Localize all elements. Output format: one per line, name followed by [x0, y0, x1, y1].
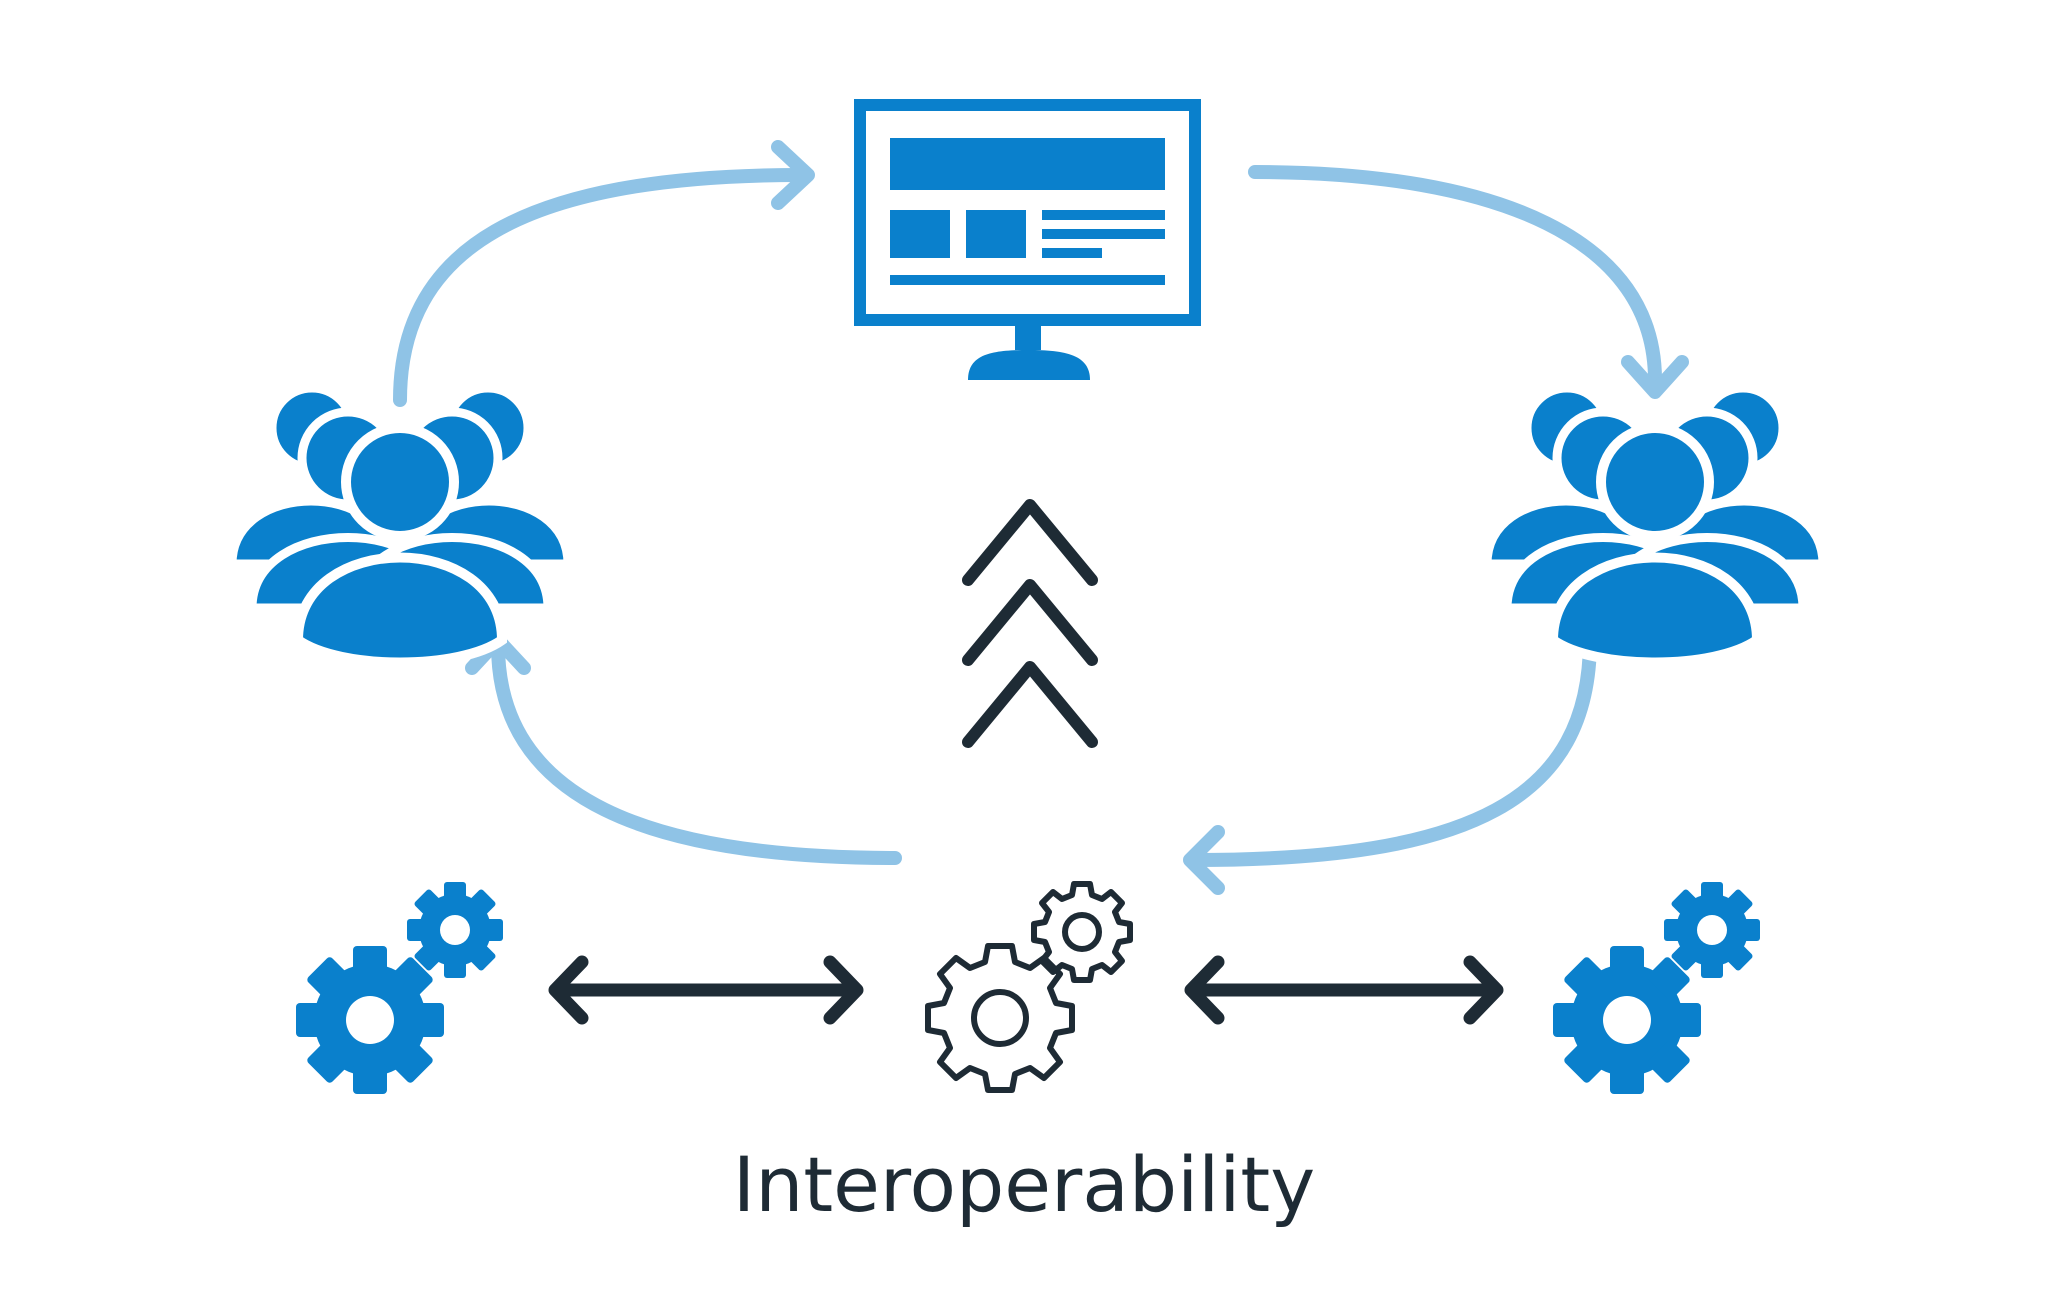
double-headed-arrow-left [548, 955, 864, 1025]
desktop-monitor-icon [854, 99, 1201, 380]
gears-right [1553, 882, 1760, 1094]
curved-arrow-icon [465, 633, 902, 865]
diagram-caption: Interoperability [732, 1140, 1316, 1229]
gears-left [296, 882, 503, 1094]
cycle-arrows [393, 140, 1689, 895]
curved-arrow-icon [393, 140, 815, 407]
curved-arrow-icon [1183, 633, 1597, 895]
double-headed-arrow-right [1184, 955, 1504, 1025]
user-group-right [1487, 388, 1823, 663]
gears-outline-center [928, 884, 1130, 1090]
user-group-left [232, 388, 568, 663]
curved-arrow-icon [1248, 165, 1689, 399]
triple-chevron-up-icon [962, 499, 1098, 748]
